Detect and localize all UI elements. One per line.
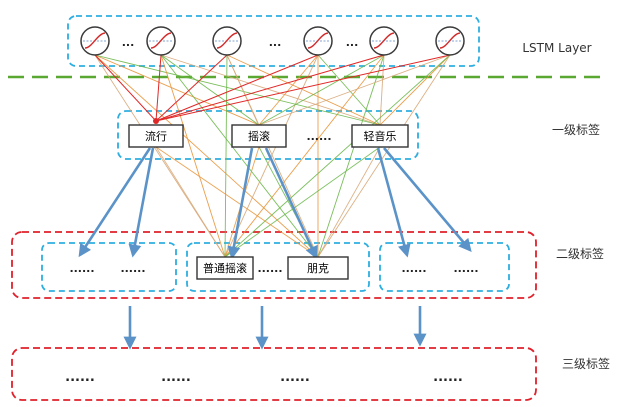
lstm-connection-line [160, 54, 319, 258]
lstm-connection-line [317, 54, 381, 126]
lstm-connection-line [226, 54, 319, 258]
lstm-layer-label: LSTM Layer [522, 41, 591, 55]
lstm-cell-curve [439, 32, 461, 49]
lstm-connection-line [160, 54, 381, 126]
lstm-connection-line [317, 54, 451, 258]
level3-ellipsis: ...... [161, 370, 191, 385]
level2-ellipsis: ...... [257, 262, 282, 275]
level2-ellipsis: ...... [401, 262, 426, 275]
hierarchy-arrow [376, 147, 411, 258]
level3-ellipsis: ...... [280, 370, 310, 385]
lstm-cell [369, 26, 399, 56]
lstm-cell [146, 26, 176, 56]
pop-connection-line [94, 54, 157, 122]
pop-connection-line [155, 54, 228, 122]
lstm-cell-curve [373, 32, 395, 49]
lstm-cell-curve [307, 32, 329, 49]
lstm-connection-line [94, 54, 381, 126]
connection-lines [94, 54, 451, 258]
level2-node-punk-label: 朋克 [307, 262, 329, 275]
lstm-ellipsis: ... [346, 36, 359, 49]
level1-node-pop [128, 124, 184, 148]
lstm-connection-line [258, 54, 451, 126]
lstm-ellipsis: ... [122, 36, 135, 49]
hierarchy-arrow [227, 147, 254, 260]
lstm-cells [80, 26, 465, 56]
lstm-connection-line [224, 54, 319, 258]
lstm-cell [303, 26, 333, 56]
lstm-connection-line [94, 54, 226, 258]
lstm-connection-line [379, 54, 451, 126]
hierarchy-arrow [264, 147, 318, 260]
level2-group-right [379, 242, 510, 292]
level2-ellipsis: ...... [120, 262, 145, 275]
level3-ellipsis: ...... [433, 370, 463, 385]
lstm-ellipsis: ... [269, 36, 282, 49]
lstm-cell [212, 26, 242, 56]
pop-connection-line [155, 54, 451, 122]
lstm-connection-line [379, 54, 385, 126]
lstm-connection-line [94, 54, 319, 258]
lstm-connection-line [94, 54, 260, 126]
level1-ellipsis: ...... [306, 130, 331, 143]
level-connection-line [224, 146, 381, 258]
level2-ellipsis: ...... [453, 262, 478, 275]
lstm-cell [435, 26, 465, 56]
pop-connection-line [155, 54, 385, 122]
lstm-connection-line [160, 54, 226, 258]
lstm-connection-line [258, 54, 319, 126]
level3-box [11, 347, 537, 401]
level2-node-pop-rock-label: 普通摇滚 [203, 261, 247, 275]
level1-box [117, 110, 419, 160]
pop-connection-dot [153, 118, 159, 124]
lstm-connection-line [258, 54, 385, 126]
lstm-cell-curve [150, 32, 172, 49]
level1-node-pop-label: 流行 [145, 129, 167, 143]
level1-node-light-music-label: 轻音乐 [364, 129, 397, 143]
level-connection-line [317, 146, 381, 258]
level2-node-punk [287, 256, 349, 280]
level2-outer-box [11, 231, 537, 299]
red-connection-lines [94, 54, 451, 124]
level1-node-rock-label: 摇滚 [248, 129, 270, 143]
level2-label: 二级标签 [556, 246, 604, 261]
lstm-cell-curve [216, 32, 238, 49]
lstm-cell-curve [84, 32, 106, 49]
pop-connection-line [155, 54, 319, 122]
level3-ellipsis: ...... [65, 370, 95, 385]
hierarchy-arrow [383, 147, 472, 252]
hierarchy-arrow [78, 147, 152, 258]
lstm-connection-line [224, 54, 451, 258]
lstm-connection-line [226, 54, 381, 126]
pop-connection-line [155, 54, 162, 122]
hierarchy-arrows [78, 147, 472, 350]
level2-group-left [41, 242, 177, 292]
level2-group-middle [186, 242, 370, 292]
level1-label: 一级标签 [552, 122, 600, 137]
lstm-connection-line [224, 54, 228, 258]
lstm-connection-line [317, 54, 385, 258]
level1-node-light-music [351, 124, 409, 148]
level1-node-rock [231, 124, 287, 148]
hierarchy-arrow [128, 147, 155, 258]
level-connection-line [155, 146, 319, 258]
level-connection-line [155, 146, 226, 258]
lstm-cell [80, 26, 110, 56]
level2-node-pop-rock [196, 256, 254, 280]
lstm-layer-box [67, 15, 480, 67]
level2-ellipsis: ...... [69, 262, 94, 275]
lstm-connection-line [160, 54, 260, 126]
level3-label: 三级标签 [562, 356, 610, 371]
